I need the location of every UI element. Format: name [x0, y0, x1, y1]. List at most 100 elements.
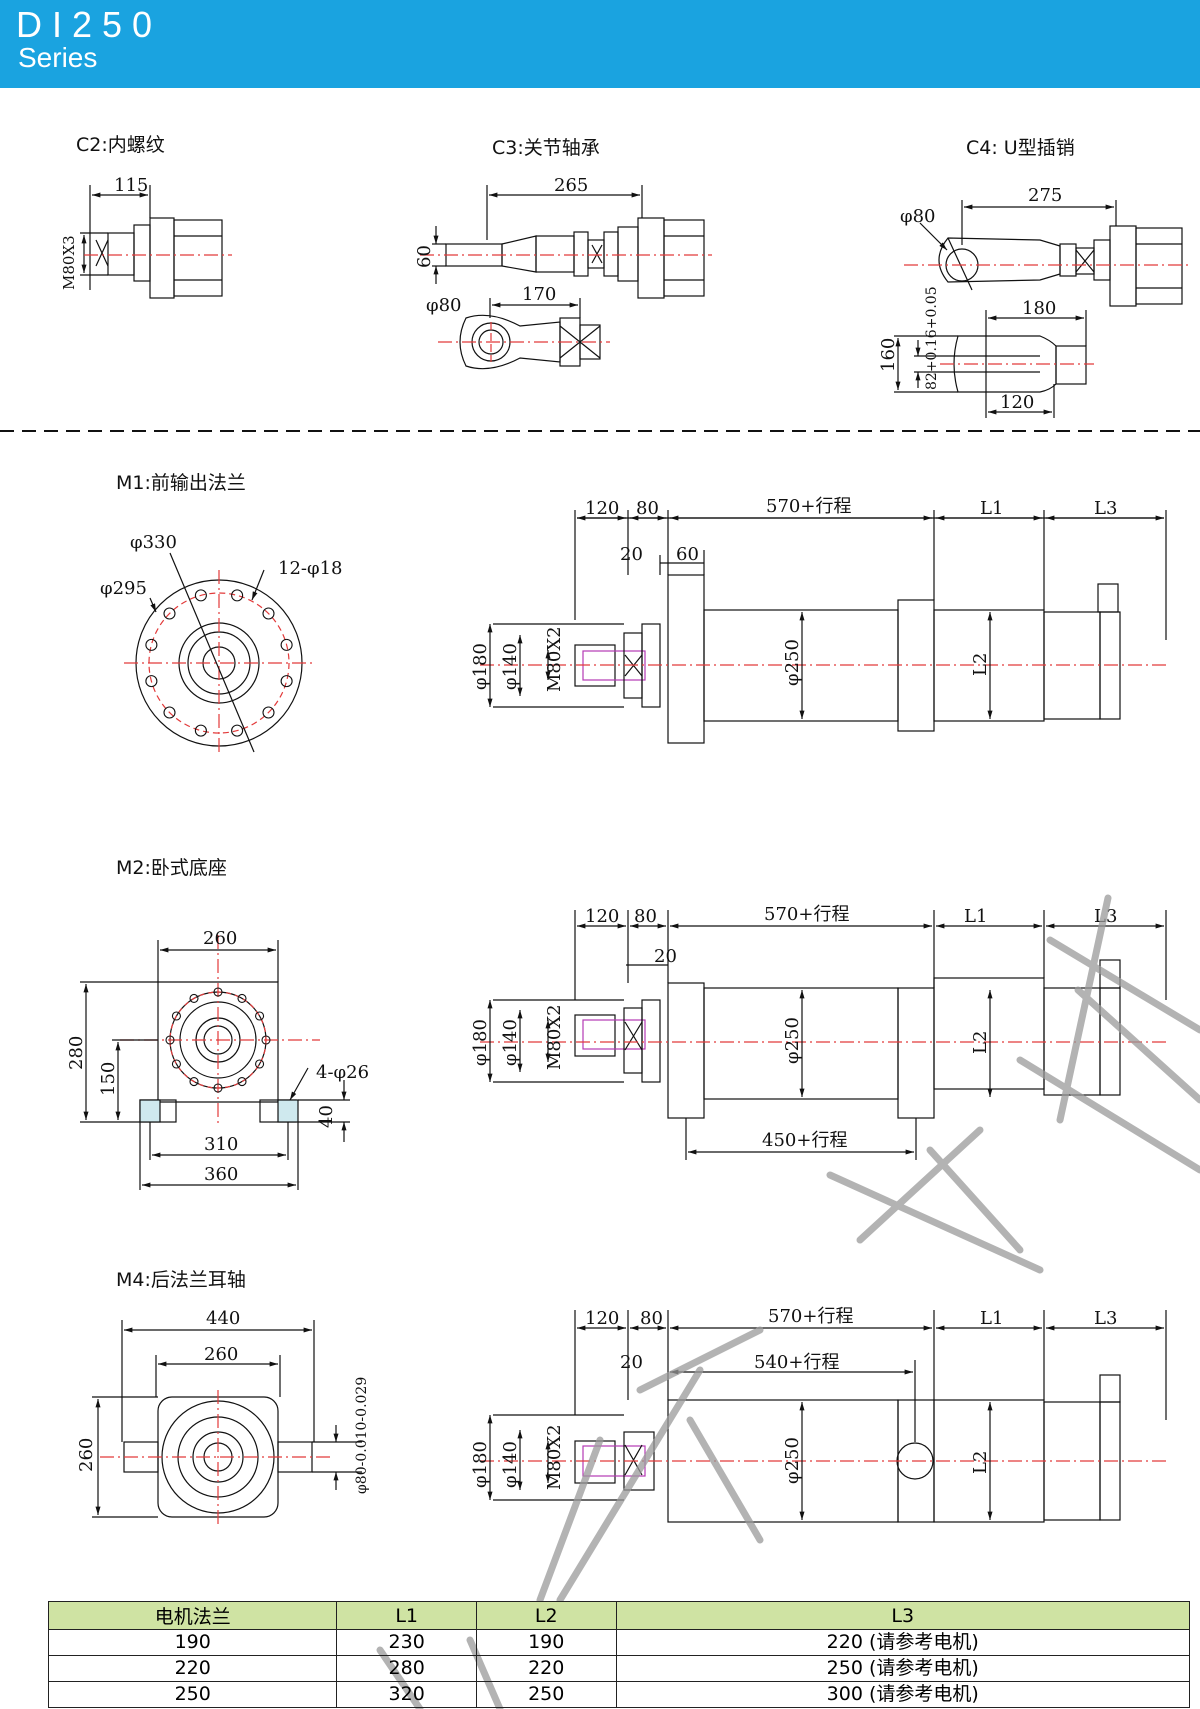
- m1-d80-label: 80: [636, 498, 659, 519]
- m1-phi250-label: φ250: [782, 639, 803, 686]
- m1-l2-label: L2: [970, 653, 991, 676]
- m2-phi180-label: φ180: [470, 1019, 491, 1066]
- m4-actuator-side: [480, 1310, 1170, 1523]
- table-cell: 220 (请参考电机): [615, 1629, 1190, 1656]
- m2-actuator-side: [480, 910, 1170, 1160]
- c4-slot-len-label: 120: [1000, 392, 1034, 413]
- m1-flange-outer-label: φ330: [130, 532, 177, 553]
- c4-drawing: [894, 200, 1188, 418]
- m4-phi250-label: φ250: [782, 1437, 803, 1484]
- table-cell: 190: [475, 1629, 617, 1656]
- bolt-hole: [171, 1011, 181, 1021]
- m4-trunnion-pos-label: 540+行程: [754, 1352, 839, 1373]
- table-row: 220 280 220 250 (请参考电机): [47, 1655, 1190, 1682]
- m4-phi140-label: φ140: [500, 1441, 521, 1488]
- bolt-hole: [145, 675, 158, 688]
- table-header: L3: [615, 1601, 1190, 1630]
- series-word: Series: [18, 42, 98, 73]
- m2-holes-label: 4-φ26: [316, 1062, 369, 1083]
- bolt-hole: [261, 1035, 271, 1045]
- table-cell: 220: [47, 1655, 338, 1682]
- m4-w440-label: 440: [206, 1308, 240, 1329]
- bolt-hole: [231, 589, 244, 602]
- m1-thread-label: M80X2: [544, 626, 565, 692]
- c3-length-label: 265: [554, 175, 588, 196]
- bolt-hole: [237, 1077, 247, 1087]
- m4-w260-label: 260: [204, 1344, 238, 1365]
- table-header: 电机法兰: [47, 1601, 338, 1630]
- bolt-hole: [163, 607, 176, 620]
- m4-stroke-label: 570+行程: [768, 1306, 853, 1327]
- bolt-hole: [189, 1077, 199, 1087]
- bolt-hole: [194, 724, 207, 737]
- m4-h260-label: 260: [76, 1438, 97, 1472]
- c3-bearing-len-label: 170: [522, 284, 556, 305]
- c4-fork-len-label: 180: [1022, 298, 1056, 319]
- m1-bolt-holes: [145, 589, 293, 737]
- c3-bearing-dia-label: φ80: [426, 295, 462, 316]
- m4-trunnion-front: [92, 1320, 362, 1525]
- bolt-hole: [165, 1035, 175, 1045]
- m2-phi250-label: φ250: [782, 1017, 803, 1064]
- table-row: 190 230 190 220 (请参考电机): [47, 1629, 1190, 1656]
- bolt-hole: [255, 1059, 265, 1069]
- m4-thread-label: M80X2: [544, 1424, 565, 1490]
- title-m2: M2:卧式底座: [116, 857, 227, 879]
- m2-l3-label: L3: [1094, 906, 1117, 927]
- m1-phi140-label: φ140: [500, 643, 521, 690]
- c4-length-label: 275: [1028, 185, 1062, 206]
- bolt-hole: [262, 706, 275, 719]
- bolt-hole: [145, 638, 158, 651]
- m4-trunnion-label: φ80-0.010-0.029: [354, 1377, 370, 1494]
- m1-d60-label: 60: [676, 544, 699, 565]
- m1-stroke-label: 570+行程: [766, 496, 851, 517]
- m1-d120-label: 120: [585, 498, 619, 519]
- bolt-hole: [163, 706, 176, 719]
- c2-thread-label: M80X3: [60, 235, 78, 290]
- m2-stroke-label: 570+行程: [764, 904, 849, 925]
- table-cell: 250: [47, 1681, 338, 1708]
- table-header: L1: [336, 1601, 477, 1630]
- m2-w360-label: 360: [204, 1164, 238, 1185]
- m2-bolt-holes: [165, 987, 271, 1093]
- table-cell: 220: [475, 1655, 617, 1682]
- motor-flange-table: 电机法兰 L1 L2 L3 190 230 190 220 (请参考电机) 22…: [47, 1601, 1190, 1708]
- bolt-hole: [280, 638, 293, 651]
- m1-holes-label: 12-φ18: [278, 558, 343, 579]
- bolt-hole: [171, 1059, 181, 1069]
- c2-drawing: [80, 185, 232, 299]
- bolt-hole: [213, 987, 223, 997]
- m4-l1-label: L1: [980, 1308, 1003, 1329]
- bolt-hole: [189, 993, 199, 1003]
- technical-drawing: 115 M80X3 265 60 φ80 170 φ80 275 180 160…: [0, 175, 1200, 1525]
- m2-height280-label: 280: [66, 1036, 87, 1070]
- series-header: DI250 Series: [0, 0, 1200, 88]
- table-row: 250 320 250 300 (请参考电机): [47, 1681, 1190, 1708]
- table-cell: 320: [336, 1681, 477, 1708]
- bolt-hole: [255, 1011, 265, 1021]
- c4-height-label: 160: [878, 338, 899, 372]
- m2-height150-label: 150: [98, 1062, 119, 1096]
- c3-drawing: [420, 185, 712, 370]
- series-code: DI250: [16, 4, 163, 45]
- m1-l3-label: L3: [1094, 498, 1117, 519]
- m2-mount-label: 450+行程: [762, 1130, 847, 1151]
- table-header: L2: [475, 1601, 617, 1630]
- m2-w310-label: 310: [204, 1134, 238, 1155]
- title-c4: C4: U型插销: [966, 137, 1075, 159]
- c2-length-label: 115: [114, 175, 148, 196]
- m2-thread-label: M80X2: [544, 1004, 565, 1070]
- c3-height-label: 60: [414, 245, 435, 268]
- c4-slot-label: 82+0.16+0.05: [924, 286, 940, 390]
- m2-phi140-label: φ140: [500, 1019, 521, 1066]
- table-cell: 300 (请参考电机): [615, 1681, 1190, 1708]
- m1-l1-label: L1: [980, 498, 1003, 519]
- m4-phi180-label: φ180: [470, 1441, 491, 1488]
- title-m1: M1:前输出法兰: [116, 472, 246, 494]
- m1-flange-front: [124, 552, 314, 756]
- m4-l3-label: L3: [1094, 1308, 1117, 1329]
- bolt-hole: [262, 607, 275, 620]
- m2-l2-label: L2: [970, 1031, 991, 1054]
- m4-l2-label: L2: [970, 1451, 991, 1474]
- table-cell: 230: [336, 1629, 477, 1656]
